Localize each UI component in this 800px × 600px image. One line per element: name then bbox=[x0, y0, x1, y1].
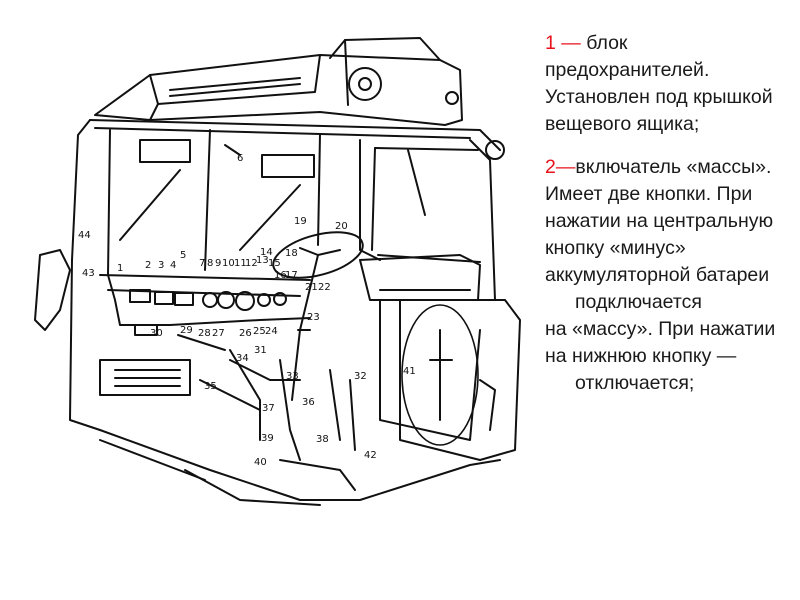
callout-28: 28 bbox=[198, 328, 211, 339]
steering-column bbox=[272, 231, 364, 401]
callout-41: 41 bbox=[403, 366, 416, 377]
callout-14: 14 bbox=[260, 247, 273, 258]
item-2-line-b: на «массу». При нажатии на нижнюю кнопку… bbox=[545, 318, 776, 367]
callout-21: 21 bbox=[305, 282, 318, 293]
caption-item-2: 2—включатель «массы». Имеет две кнопки. … bbox=[545, 154, 795, 397]
callout-25: 25 bbox=[253, 326, 266, 337]
callout-27: 27 bbox=[212, 328, 225, 339]
caption-item-1: 1 — блок предохранителей. Установлен под… bbox=[545, 30, 795, 138]
callout-16: 16 bbox=[274, 270, 287, 281]
callout-30: 30 bbox=[150, 328, 163, 339]
callout-38: 38 bbox=[316, 434, 329, 445]
callout-7: 7 bbox=[199, 258, 205, 269]
callout-36: 36 bbox=[302, 397, 315, 408]
dashboard bbox=[99, 274, 311, 336]
caption: 1 — блок предохранителей. Установлен под… bbox=[545, 30, 795, 397]
item-2-text: включатель «массы». Имеет две кнопки. Пр… bbox=[545, 156, 774, 286]
callout-1: 1 bbox=[117, 263, 123, 274]
tractor-cab-diagram: 1 2 3 4 5 6 7 8 9 10 11 12 13 14 15 16 1… bbox=[34, 37, 521, 506]
item-1-number: 1 — bbox=[545, 32, 581, 54]
callout-26: 26 bbox=[239, 328, 252, 339]
callout-43: 43 bbox=[82, 268, 95, 279]
callout-20: 20 bbox=[335, 221, 348, 232]
callout-5: 5 bbox=[180, 250, 186, 261]
callout-10: 10 bbox=[222, 258, 235, 269]
callout-39: 39 bbox=[261, 433, 274, 444]
item-2-line-a: подключается bbox=[575, 291, 702, 313]
side-panel bbox=[399, 299, 521, 461]
callout-9: 9 bbox=[215, 258, 221, 269]
item-1-text: блок предохранителей. Установлен под кры… bbox=[545, 32, 773, 135]
seat bbox=[359, 254, 481, 441]
callout-22: 22 bbox=[318, 282, 331, 293]
callout-24: 24 bbox=[265, 326, 278, 337]
callout-35: 35 bbox=[204, 381, 217, 392]
callout-6: 6 bbox=[237, 153, 243, 164]
callout-31: 31 bbox=[254, 345, 267, 356]
callout-13: 13 bbox=[256, 255, 269, 266]
callout-44: 44 bbox=[78, 230, 91, 241]
callout-42: 42 bbox=[364, 450, 377, 461]
callout-labels: 1 2 3 4 5 6 7 8 9 10 11 12 13 14 15 16 1… bbox=[78, 153, 416, 468]
callout-40: 40 bbox=[254, 457, 267, 468]
callout-33: 33 bbox=[286, 371, 299, 382]
callout-17: 17 bbox=[285, 270, 298, 281]
callout-34: 34 bbox=[236, 353, 249, 364]
wipers-and-glass bbox=[119, 139, 505, 251]
cab-frame bbox=[34, 119, 501, 506]
callout-19: 19 bbox=[294, 216, 307, 227]
roof-ventilation-unit bbox=[94, 37, 463, 126]
callout-2: 2 bbox=[145, 260, 151, 271]
floor-controls bbox=[99, 334, 356, 491]
item-2-line-c: отключается; bbox=[575, 372, 695, 394]
callout-12: 12 bbox=[245, 258, 258, 269]
callout-29: 29 bbox=[180, 325, 193, 336]
callout-15: 15 bbox=[268, 258, 281, 269]
callout-23: 23 bbox=[307, 312, 320, 323]
item-2-number: 2— bbox=[545, 156, 576, 178]
callout-32: 32 bbox=[354, 371, 367, 382]
callout-3: 3 bbox=[158, 260, 164, 271]
callout-18: 18 bbox=[285, 248, 298, 259]
callout-4: 4 bbox=[170, 260, 176, 271]
callout-11: 11 bbox=[234, 258, 247, 269]
callout-37: 37 bbox=[262, 403, 275, 414]
callout-8: 8 bbox=[207, 258, 213, 269]
